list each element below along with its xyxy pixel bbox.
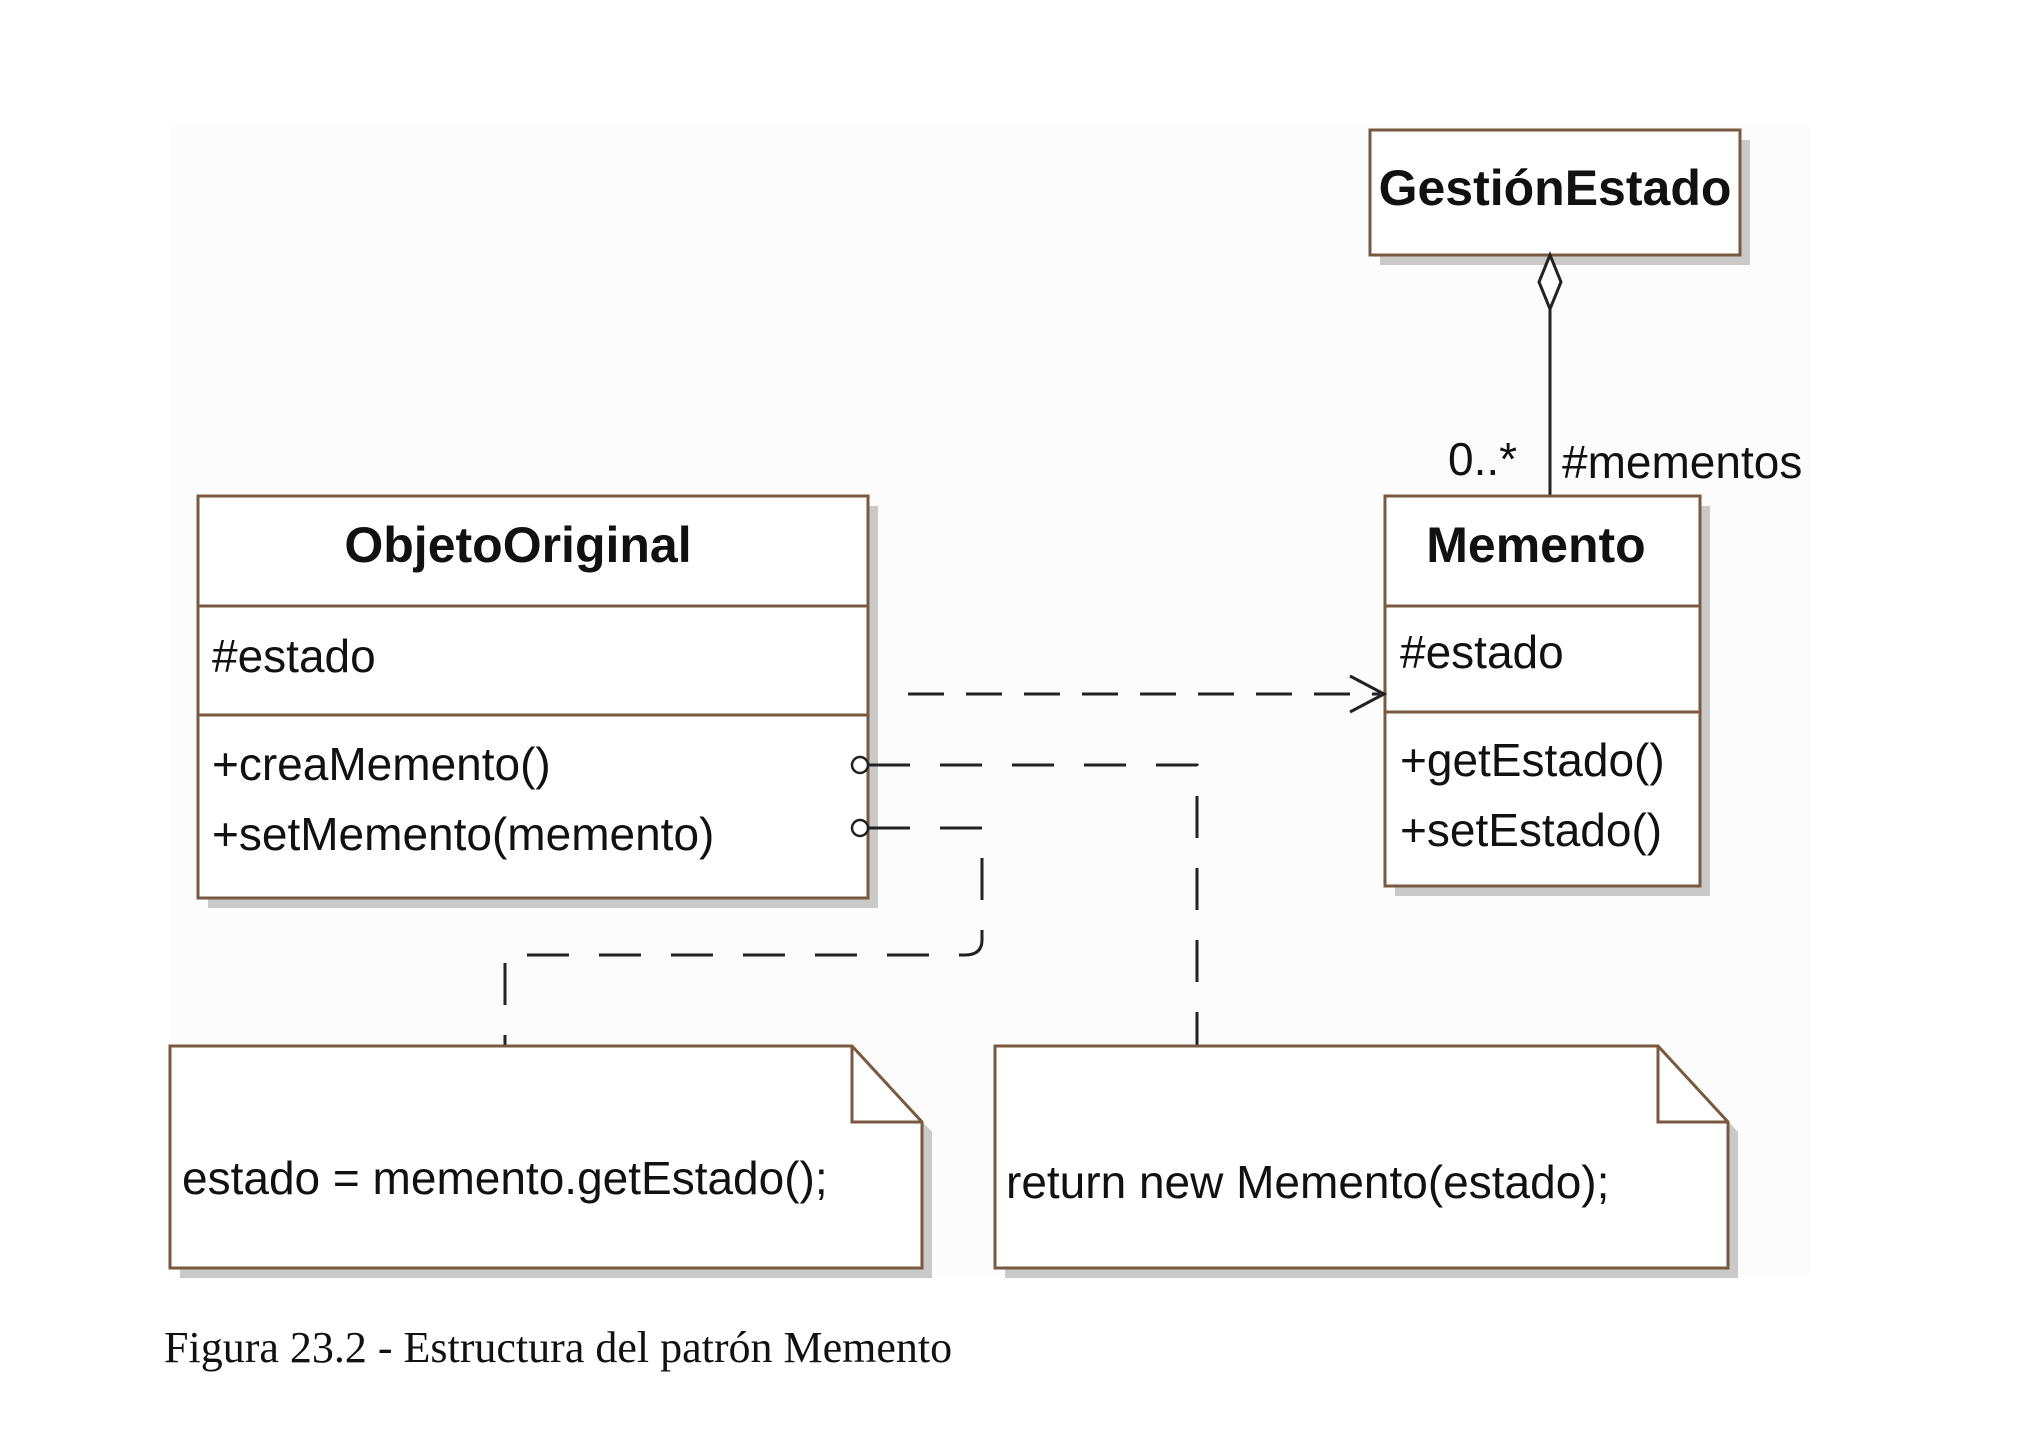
note-box bbox=[168, 1044, 924, 1270]
class-memento: Memento #estado +getEstado() +setEstado(… bbox=[1383, 494, 1710, 896]
class-name: GestiónEstado bbox=[1379, 160, 1732, 216]
note-text: return new Memento(estado); bbox=[1006, 1156, 1609, 1208]
class-operation: +getEstado() bbox=[1400, 734, 1665, 786]
set-memento-note-anchor bbox=[503, 818, 984, 1045]
association-role: #mementos bbox=[1562, 436, 1802, 488]
anchor-line bbox=[503, 826, 984, 1045]
class-gestion-estado: GestiónEstado bbox=[1368, 128, 1750, 265]
class-attribute: #estado bbox=[212, 630, 376, 682]
association-multiplicity: 0..* bbox=[1448, 433, 1517, 485]
figure-caption: Figura 23.2 - Estructura del patrón Meme… bbox=[164, 1323, 953, 1372]
class-attribute: #estado bbox=[1400, 626, 1564, 678]
class-name: Memento bbox=[1426, 517, 1645, 573]
open-arrowhead-icon bbox=[1349, 674, 1388, 714]
anchor-circle-icon bbox=[850, 818, 870, 838]
crea-memento-note-anchor bbox=[850, 755, 1199, 1045]
note-crea-memento: return new Memento(estado); bbox=[993, 1044, 1738, 1278]
anchor-circle-icon bbox=[850, 755, 870, 775]
class-box bbox=[1368, 128, 1742, 257]
class-objeto-original: ObjetoOriginal #estado +creaMemento() +s… bbox=[196, 494, 878, 908]
class-name: ObjetoOriginal bbox=[344, 517, 691, 573]
note-fold-icon bbox=[1656, 1046, 1728, 1124]
aggregation-association: 0..* #mementos bbox=[1448, 251, 1802, 496]
class-operation: +setEstado() bbox=[1400, 804, 1662, 856]
note-fold-icon bbox=[850, 1046, 922, 1124]
note-text: estado = memento.getEstado(); bbox=[182, 1152, 828, 1204]
anchor-line bbox=[868, 763, 1199, 1045]
class-box bbox=[1383, 494, 1702, 888]
class-operation: +creaMemento() bbox=[212, 738, 551, 790]
class-box bbox=[196, 494, 870, 900]
class-operation: +setMemento(memento) bbox=[212, 808, 714, 860]
note-box bbox=[993, 1044, 1730, 1270]
note-set-memento: estado = memento.getEstado(); bbox=[168, 1044, 932, 1278]
dependency-arrow bbox=[908, 674, 1388, 714]
